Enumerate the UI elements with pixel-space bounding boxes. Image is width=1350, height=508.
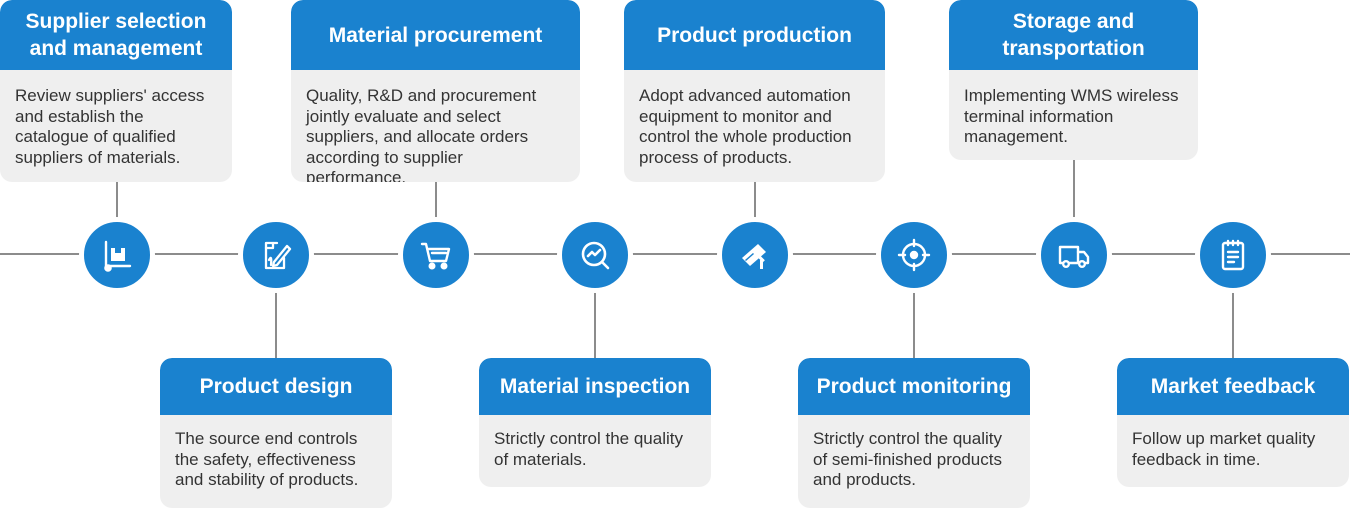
connector-3 — [435, 182, 437, 222]
card-title: Market feedback — [1117, 358, 1349, 415]
card-description: Follow up market quality feedback in tim… — [1132, 429, 1316, 469]
step-card-product-design: Product design The source end controls t… — [160, 358, 392, 508]
connector-6 — [913, 287, 915, 358]
card-title: Product design — [160, 358, 392, 415]
step-card-market-feedback: Market feedback Follow up market quality… — [1117, 358, 1349, 487]
surveillance-camera-icon — [742, 244, 766, 269]
node-8 — [1195, 217, 1271, 293]
connector-8 — [1232, 287, 1234, 358]
delivery-truck-icon — [1058, 245, 1090, 269]
node-5 — [717, 217, 793, 293]
card-description: Implementing WMS wireless terminal infor… — [964, 86, 1179, 146]
node-2 — [238, 217, 314, 293]
magnifier-trend-icon — [581, 241, 610, 270]
card-title: Material procurement — [291, 0, 580, 70]
step-card-storage-transportation: Storage and transportation Implementing … — [949, 0, 1198, 160]
card-description: Quality, R&D and procurement jointly eva… — [306, 86, 537, 182]
card-description: The source end controls the safety, effe… — [175, 429, 359, 489]
connector-7 — [1073, 160, 1075, 222]
card-description: Strictly control the quality of semi-fin… — [813, 429, 1002, 489]
connector-5 — [754, 182, 756, 222]
node-7 — [1036, 217, 1112, 293]
card-title: Supplier selection and management — [0, 0, 232, 70]
connector-1 — [116, 182, 118, 222]
hand-truck-box-icon — [104, 240, 132, 272]
step-card-product-monitoring: Product monitoring Strictly control the … — [798, 358, 1030, 508]
connector-2 — [275, 287, 277, 358]
card-description: Adopt advanced automation equipment to m… — [639, 86, 852, 167]
node-1 — [79, 217, 155, 293]
node-3 — [398, 217, 474, 293]
crosshair-target-icon — [897, 238, 931, 272]
node-4 — [557, 217, 633, 293]
design-document-pen-icon — [264, 241, 292, 270]
node-6 — [876, 217, 952, 293]
clipboard-list-icon — [1221, 239, 1245, 271]
card-description: Review suppliers' access and establish t… — [15, 86, 205, 167]
card-title: Storage and transportation — [949, 0, 1198, 70]
step-card-supplier-selection: Supplier selection and management Review… — [0, 0, 232, 182]
step-card-material-procurement: Material procurement Quality, R&D and pr… — [291, 0, 580, 182]
step-card-product-production: Product production Adopt advanced automa… — [624, 0, 885, 182]
timeline-line — [0, 253, 1350, 255]
step-card-material-inspection: Material inspection Strictly control the… — [479, 358, 711, 487]
card-title: Product production — [624, 0, 885, 70]
card-title: Product monitoring — [798, 358, 1030, 415]
card-title: Material inspection — [479, 358, 711, 415]
card-description: Strictly control the quality of material… — [494, 429, 683, 469]
connector-4 — [594, 287, 596, 358]
shopping-cart-icon — [420, 242, 451, 270]
